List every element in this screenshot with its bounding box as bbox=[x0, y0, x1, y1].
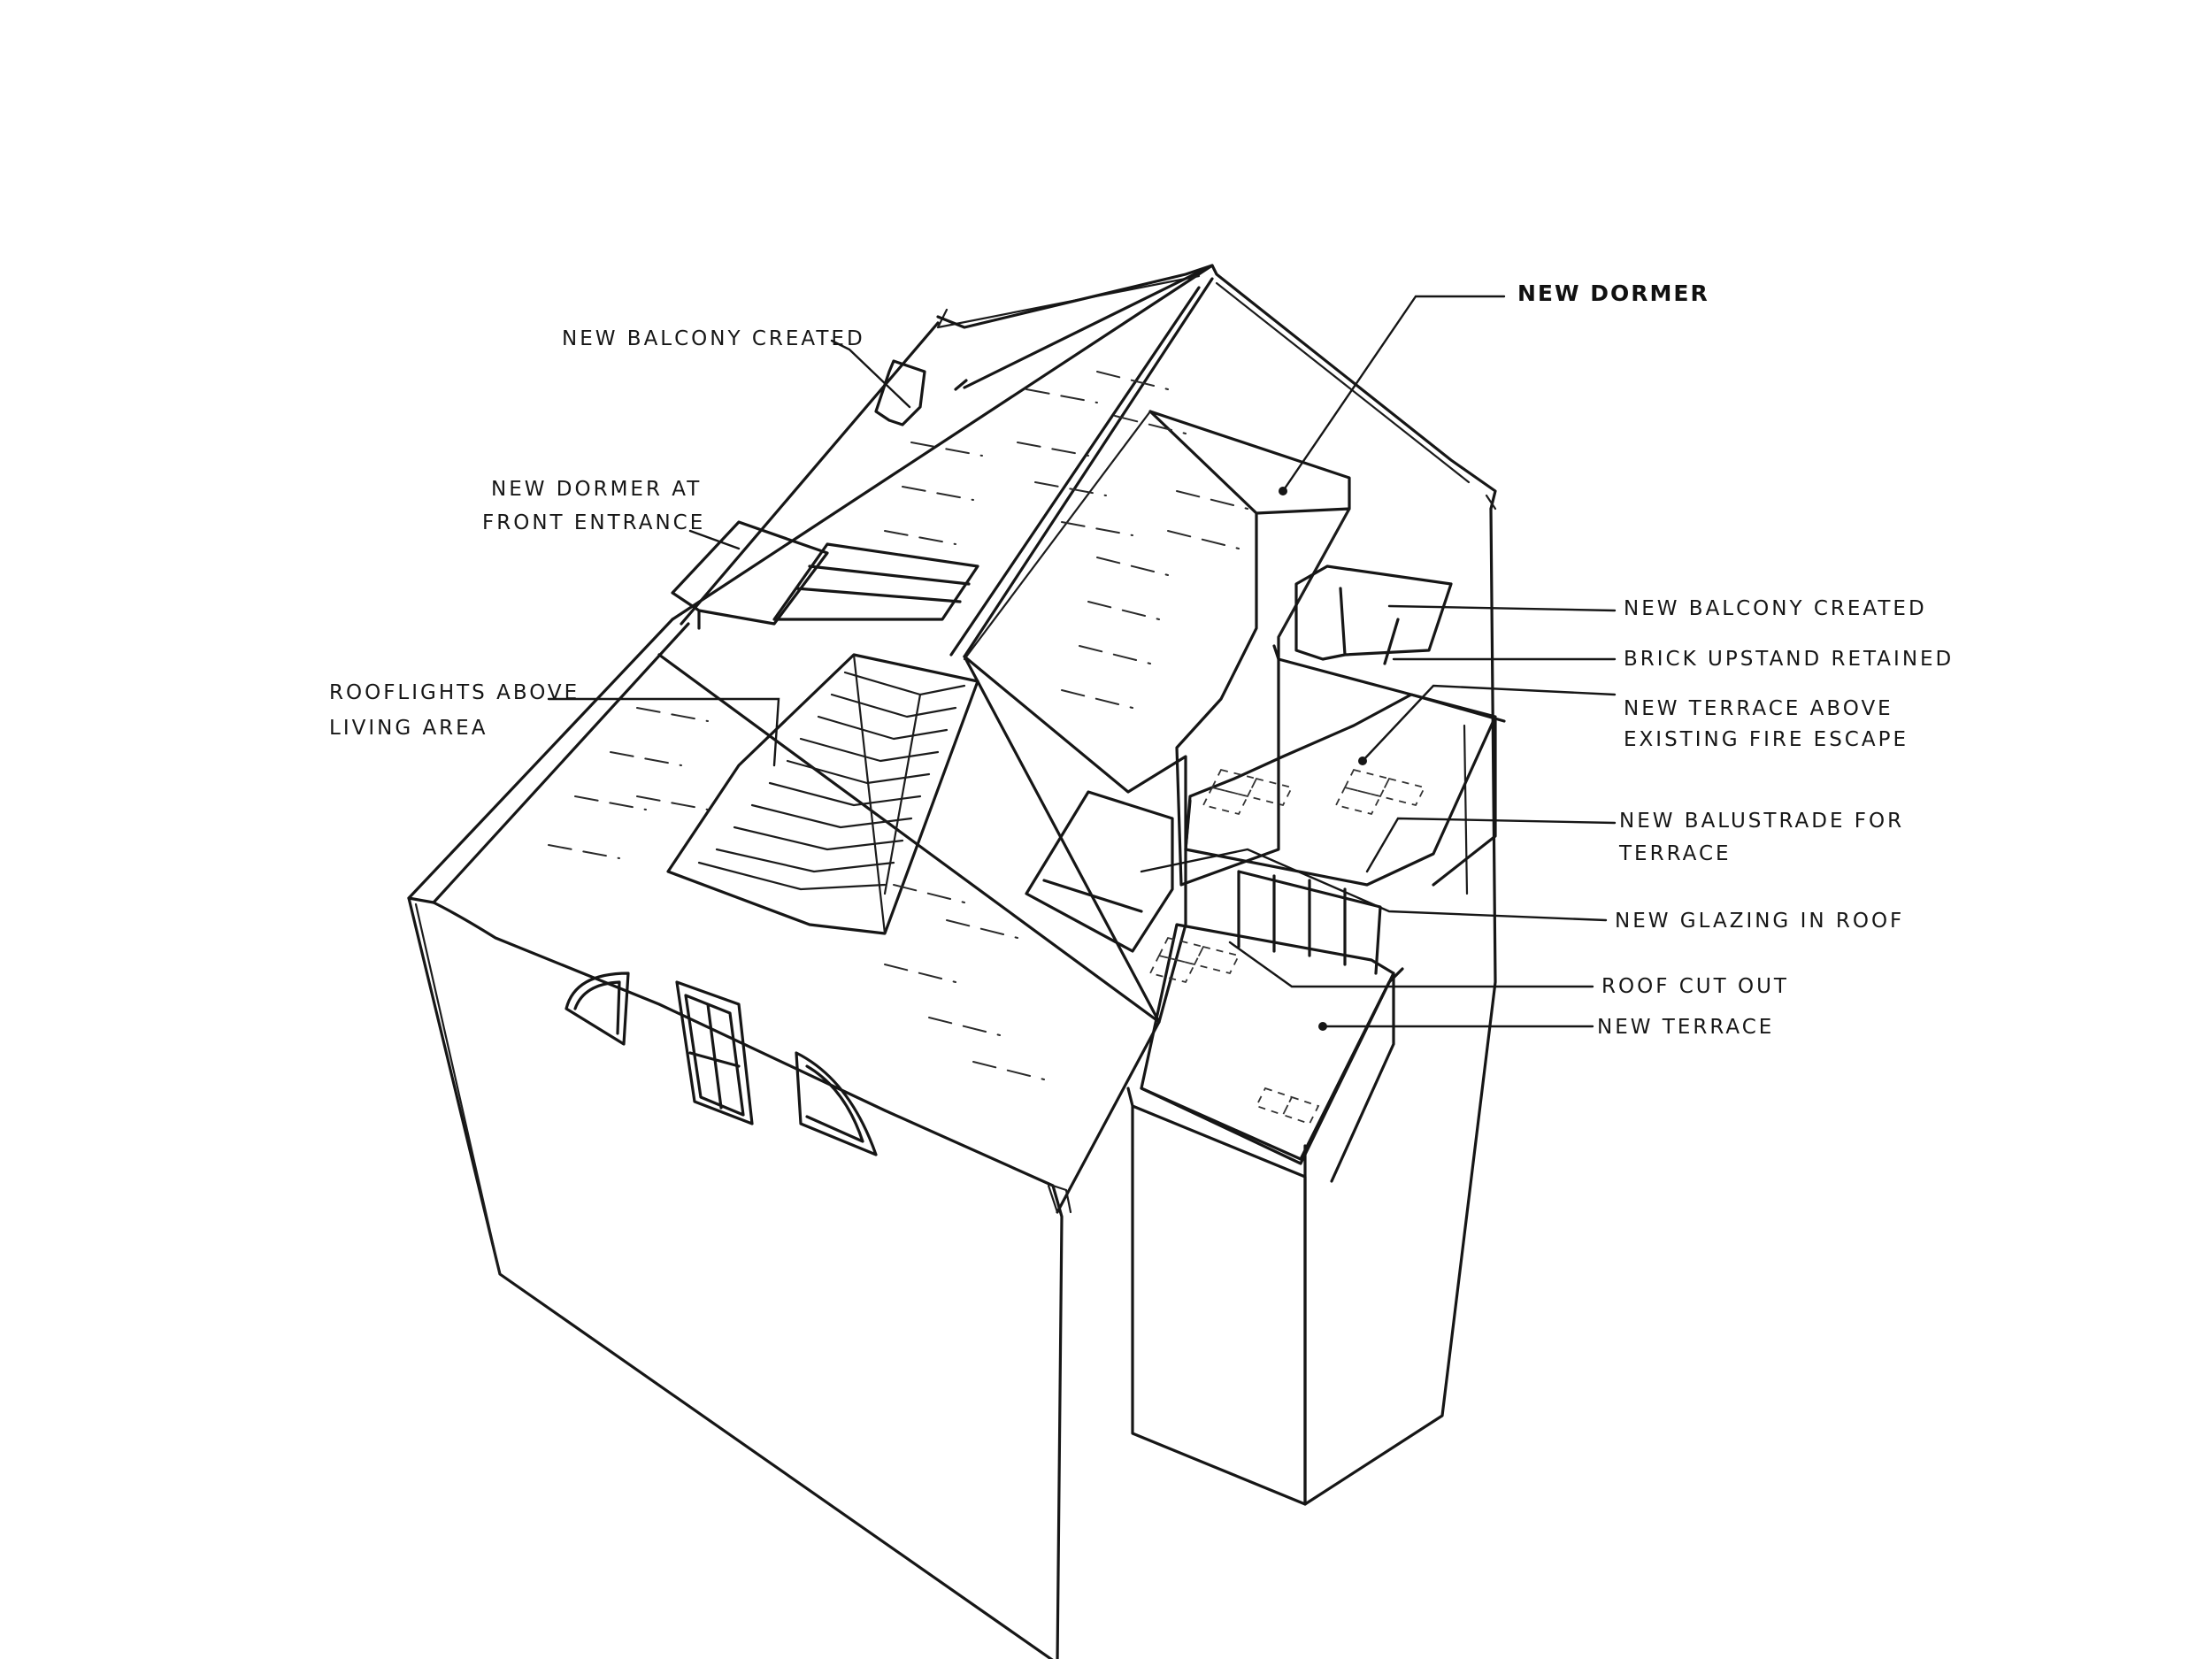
terrace-paving bbox=[1148, 768, 1426, 1125]
rear-balcony bbox=[1294, 565, 1453, 665]
label-new-dormer-front-1: NEW DORMER AT bbox=[491, 478, 702, 501]
gable-coping bbox=[1047, 1184, 1059, 1214]
arched-window-right bbox=[795, 1051, 878, 1156]
label-terrace-fire-escape-1: NEW TERRACE ABOVE bbox=[1624, 697, 1893, 720]
annotation-labels: NEW DORMER NEW BALCONY CREATED NEW DORME… bbox=[329, 280, 1954, 1039]
label-new-dormer-front-2: FRONT ENTRANCE bbox=[482, 511, 705, 534]
label-new-terrace: NEW TERRACE bbox=[1597, 1016, 1774, 1039]
front-gable-wall bbox=[407, 896, 1064, 1659]
ridge-centre bbox=[954, 264, 1214, 391]
label-brick-upstand: BRICK UPSTAND RETAINED bbox=[1624, 648, 1954, 671]
rear-roof-outline bbox=[936, 264, 1497, 511]
roof-slope-front-right-2 bbox=[1051, 1184, 1072, 1214]
label-rooflights-2: LIVING AREA bbox=[329, 717, 488, 740]
roof-slope-right-edge bbox=[963, 655, 1187, 1024]
annotation-leaders bbox=[547, 295, 1617, 1031]
lower-extension-top bbox=[1140, 967, 1404, 1161]
label-new-balcony-front: NEW BALCONY CREATED bbox=[562, 327, 865, 350]
front-balcony-cut bbox=[874, 359, 926, 426]
roof-glazing bbox=[1025, 790, 1174, 953]
label-balustrade-1: NEW BALUSTRADE FOR bbox=[1619, 810, 1904, 833]
gable-windows bbox=[565, 972, 878, 1156]
arched-window-left bbox=[565, 972, 630, 1046]
new-dormer-face bbox=[963, 410, 1351, 661]
lower-terrace bbox=[1140, 923, 1395, 1165]
roof-hatching bbox=[548, 371, 1248, 1080]
front-gable-wall-inner-edge bbox=[414, 902, 502, 1276]
terraces bbox=[1025, 565, 1506, 1183]
label-balustrade-2: TERRACE bbox=[1618, 842, 1732, 865]
upper-terrace bbox=[1184, 693, 1497, 887]
building bbox=[407, 264, 1497, 1659]
dormers bbox=[671, 359, 1351, 887]
lower-extension bbox=[1126, 1087, 1307, 1506]
rooflight-side bbox=[852, 653, 922, 935]
label-new-glazing: NEW GLAZING IN ROOF bbox=[1615, 910, 1904, 933]
tall-window bbox=[675, 980, 754, 1125]
rooflight-frame-lower bbox=[666, 653, 979, 935]
roof-slope-front-right bbox=[657, 653, 1161, 1214]
main-ridge bbox=[671, 264, 1214, 621]
label-new-balcony-rear: NEW BALCONY CREATED bbox=[1624, 597, 1927, 620]
rooflight-frame-upper bbox=[772, 542, 979, 621]
right-wall-corner bbox=[1463, 494, 1497, 895]
new-dormer-box bbox=[1148, 410, 1351, 887]
lower-terrace-balustrade bbox=[1330, 972, 1395, 1183]
eaves-left bbox=[680, 321, 940, 626]
label-roof-cut-out: ROOF CUT OUT bbox=[1601, 975, 1789, 998]
upper-terrace-balustrade bbox=[1184, 644, 1506, 887]
label-rooflights-1: ROOFLIGHTS ABOVE bbox=[329, 681, 580, 704]
rear-roof-outline-inner bbox=[1215, 281, 1471, 484]
rooflights bbox=[666, 542, 979, 935]
label-new-dormer: NEW DORMER bbox=[1517, 280, 1709, 306]
roof-slope-left bbox=[407, 618, 690, 904]
label-terrace-fire-escape-2: EXISTING FIRE ESCAPE bbox=[1624, 728, 1909, 751]
ridge-long bbox=[949, 277, 1214, 658]
